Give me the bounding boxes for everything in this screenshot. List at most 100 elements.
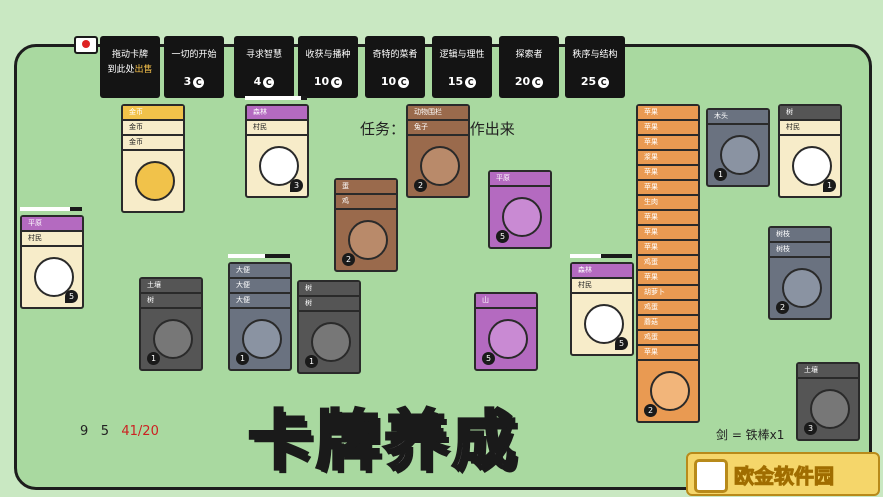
coin-icon: C [398, 76, 410, 88]
coin-icon: C [465, 76, 477, 88]
card-label: 鸡蛋 [638, 256, 698, 271]
card-label: 苹果 [638, 136, 698, 151]
card-stack-pen[interactable]: 动物围栏兔子 2 [406, 104, 470, 198]
record-icon[interactable] [74, 36, 98, 54]
pen-art-icon [420, 146, 460, 186]
card-label: 苹果 [638, 166, 698, 181]
card-label: 苹果 [638, 346, 698, 361]
card-label: 蘑菇 [638, 316, 698, 331]
card-label: 浆果 [638, 151, 698, 166]
health-badge: 1 [823, 179, 836, 192]
card-label: 苹果 [638, 241, 698, 256]
count-badge: 5 [482, 352, 495, 365]
card-label: 大便 [230, 264, 290, 279]
food-art-icon [650, 371, 690, 411]
health-badge: 5 [615, 337, 628, 350]
card-label: 村民 [22, 232, 82, 247]
card-label: 金币 [123, 121, 183, 136]
card-stack-plain2[interactable]: 平原村民 5 [20, 215, 84, 309]
health-badge: 5 [65, 290, 78, 303]
card-label: 蛋 [336, 180, 396, 195]
count-badge: 2 [342, 253, 355, 266]
card-label: 平原 [22, 217, 82, 232]
status-bar: 9 5 41/20 [80, 424, 159, 439]
soil2-art-icon [810, 389, 850, 429]
branch-art-icon [782, 268, 822, 308]
hp-count: 41/20 [121, 424, 159, 439]
count-badge: 3 [804, 422, 817, 435]
logo-icon [694, 459, 728, 493]
food-count: 5 [100, 424, 109, 439]
card-label: 森林 [572, 264, 632, 279]
count-badge: 1 [714, 168, 727, 181]
soil1-art-icon [153, 319, 193, 359]
card-stack-bird[interactable]: 蛋鸡 2 [334, 178, 398, 272]
card-label: 树枝 [770, 243, 830, 258]
mountain-art-icon [488, 319, 528, 359]
coin-icon: C [193, 76, 205, 88]
coin-icon: C [532, 76, 544, 88]
tree2-art-icon [311, 322, 351, 362]
sell-slot[interactable]: 拖动卡牌 到此处出售 [100, 36, 160, 98]
card-label: 大便 [230, 294, 290, 309]
progress-bar [245, 96, 307, 100]
card-label: 胡萝卜 [638, 286, 698, 301]
card-label: 村民 [247, 121, 307, 136]
card-label: 金币 [123, 136, 183, 151]
count-badge: 1 [147, 352, 160, 365]
card-stack-treevillager[interactable]: 树村民 1 [778, 104, 842, 198]
card-label: 苹果 [638, 211, 698, 226]
card-label: 山 [476, 294, 536, 309]
card-label: 树 [780, 106, 840, 121]
count-badge: 2 [414, 179, 427, 192]
card-label: 鸡 [336, 195, 396, 210]
count-badge: 1 [236, 352, 249, 365]
card-label: 村民 [572, 279, 632, 294]
count-badge: 1 [305, 355, 318, 368]
card-stack-forest2[interactable]: 森林村民 5 [570, 262, 634, 356]
card-label: 苹果 [638, 271, 698, 286]
progress-bar [20, 207, 82, 211]
card-label: 鸡蛋 [638, 301, 698, 316]
card-label: 树 [141, 294, 201, 309]
card-label: 土壤 [141, 279, 201, 294]
card-stack-coins[interactable]: 金币金币金币 [121, 104, 185, 213]
card-label: 动物围栏 [408, 106, 468, 121]
wood-art-icon [720, 135, 760, 175]
recipe-hint: 剑 = 铁棒x1 [716, 428, 785, 442]
card-label: 大便 [230, 279, 290, 294]
watermark-logo: 欧金软件园 [686, 452, 880, 496]
card-stack-soil1[interactable]: 土壤树 1 [139, 277, 203, 371]
coin-icon: C [598, 76, 610, 88]
plain1-art-icon [502, 197, 542, 237]
card-label: 鸡蛋 [638, 331, 698, 346]
card-label: 树 [299, 297, 359, 312]
card-label: 兔子 [408, 121, 468, 136]
card-label: 树枝 [770, 228, 830, 243]
promo-banner: 卡牌养成 [247, 404, 520, 481]
card-label: 苹果 [638, 226, 698, 241]
count-badge: 2 [644, 404, 657, 417]
card-label: 金币 [123, 106, 183, 121]
sell-title: 拖动卡牌 [111, 50, 148, 60]
coins-art-icon [135, 161, 175, 201]
card-label: 村民 [780, 121, 840, 136]
card-label: 平原 [490, 172, 550, 187]
